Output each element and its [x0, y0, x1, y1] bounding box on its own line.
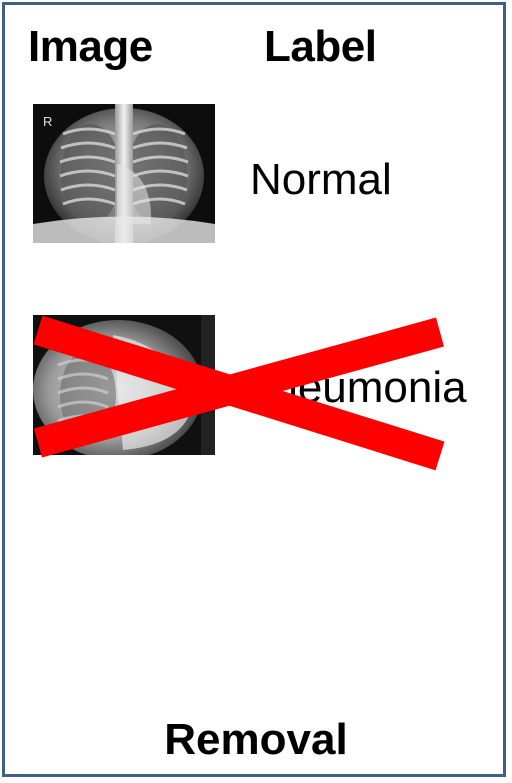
- column-header-label: Label: [264, 22, 376, 72]
- row-label-pneumonia: Pneumonia: [244, 363, 467, 413]
- footer-title: Removal: [0, 715, 512, 765]
- row-label-normal: Normal: [250, 155, 392, 205]
- column-header-image: Image: [28, 22, 153, 72]
- chest-xray-image-normal: R: [33, 104, 215, 243]
- xray-side-marker: R: [43, 114, 52, 129]
- chest-xray-image-pneumonia: [33, 315, 215, 455]
